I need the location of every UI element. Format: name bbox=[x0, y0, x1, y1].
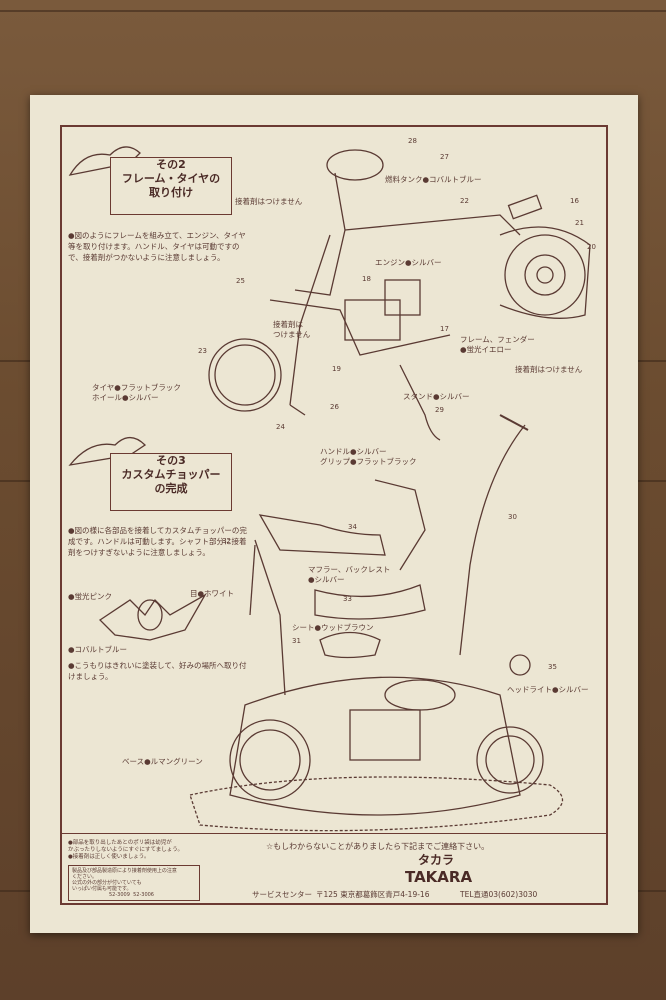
chopper-tank bbox=[384, 679, 456, 711]
part-number: 20 bbox=[587, 243, 596, 251]
chopper-rear-wheel bbox=[229, 719, 311, 801]
brand-logo: TAKARA bbox=[405, 868, 473, 886]
phone: TEL直通03(602)3030 bbox=[460, 890, 538, 899]
chopper-engine bbox=[349, 709, 421, 761]
section2-number: その2 bbox=[156, 158, 186, 171]
section2-heading: その2 フレーム・タイヤの取り付け bbox=[110, 157, 232, 215]
label-no-glue-3: 接着剤はつけません bbox=[515, 365, 583, 374]
section3-number: その3 bbox=[156, 454, 186, 467]
label-frame-fender: フレーム、フェンダー●蛍光イエロー bbox=[460, 335, 535, 354]
headlight-drawing bbox=[509, 654, 531, 676]
part-number: 25 bbox=[236, 277, 245, 285]
safety-notes: ●部品を取り出したあとのポリ袋は幼児がかぶったりしないようにすぐにすてましょう。… bbox=[68, 840, 183, 860]
part-number: 24 bbox=[276, 423, 285, 431]
label-headlight: ヘッドライト●シルバー bbox=[507, 685, 589, 694]
info-box-text: 製品及び部品製造原により接着剤使用上の注意ください。公式の外の部分が付いていても… bbox=[72, 868, 177, 892]
part-number: 23 bbox=[198, 347, 207, 355]
label-no-glue-1: 接着剤はつけません bbox=[235, 197, 303, 206]
part-number: 34 bbox=[348, 523, 357, 531]
part-number: 35 bbox=[548, 663, 557, 671]
address: 〒125 東京都葛飾区青戸4-19-16 bbox=[316, 890, 430, 899]
section3-instructions: ●図の様に各部品を接着してカスタムチョッパーの完成です。ハンドルは可動します。シ… bbox=[68, 526, 247, 557]
muffler-drawing bbox=[314, 584, 426, 620]
fuel-tank-drawing bbox=[326, 149, 384, 181]
sheet-border bbox=[60, 125, 608, 905]
contact-note: ☆もしわからないことがありましたら下記までご連絡下さい。 bbox=[266, 842, 490, 851]
service-center: サービスセンター bbox=[252, 890, 312, 899]
label-bat-body: ●蛍光ピンク bbox=[68, 592, 113, 601]
seat-drawing bbox=[319, 631, 381, 659]
engine-drawing bbox=[344, 299, 401, 341]
footer-divider bbox=[62, 833, 606, 834]
label-engine: エンジン●シルバー bbox=[375, 258, 442, 267]
part-number: 29 bbox=[435, 406, 444, 414]
info-box: 製品及び部品製造原により接着剤使用上の注意ください。公式の外の部分が付いていても… bbox=[68, 865, 200, 901]
bat-note: ●こうもりはきれいに塗装して、好みの場所へ取り付けましょう。 bbox=[68, 661, 247, 681]
part-number: 27 bbox=[440, 153, 449, 161]
part-number: 28 bbox=[408, 137, 417, 145]
section3-heading: その3 カスタムチョッパーの完成 bbox=[110, 453, 232, 511]
part-number: 19 bbox=[332, 365, 341, 373]
label-handle-grip: ハンドル●シルバーグリップ●フラットブラック bbox=[320, 447, 417, 466]
label-muffler: マフラー、バックレスト●シルバー bbox=[308, 565, 391, 584]
label-bat-wing: ●コバルトブルー bbox=[68, 645, 128, 654]
part-number: 33 bbox=[343, 595, 352, 603]
assembly-illustrations bbox=[68, 146, 591, 832]
part-number: 16 bbox=[570, 197, 579, 205]
label-seat: シート●ウッドブラウン bbox=[292, 623, 374, 632]
bat-drawing bbox=[98, 593, 207, 641]
part-number: 31 bbox=[292, 637, 301, 645]
part-number: 32 bbox=[222, 537, 231, 545]
section3-title: カスタムチョッパーの完成 bbox=[121, 468, 221, 495]
front-wheel-drawing bbox=[208, 338, 282, 412]
part-number: 21 bbox=[575, 219, 584, 227]
base-drawing bbox=[189, 776, 564, 832]
section2-instructions: ●図のようにフレームを組み立て、エンジン、タイヤ等を取り付けます。ハンドル、タイ… bbox=[68, 231, 246, 262]
backrest-drawing bbox=[258, 514, 386, 556]
label-stand: スタンド●シルバー bbox=[403, 392, 470, 401]
part-number: 22 bbox=[460, 197, 469, 205]
label-fuel-tank: 燃料タンク●コバルトブルー bbox=[385, 175, 482, 184]
wood-seam bbox=[0, 10, 666, 12]
rear-wheel-drawing bbox=[504, 234, 586, 316]
part-number: 17 bbox=[440, 325, 449, 333]
part-number: 18 bbox=[362, 275, 371, 283]
label-base: ベース●ルマングリーン bbox=[122, 757, 203, 766]
instruction-sheet: その2 フレーム・タイヤの取り付け ●図のようにフレームを組み立て、エンジン、タ… bbox=[30, 95, 638, 933]
section2-title: フレーム・タイヤの取り付け bbox=[121, 172, 221, 199]
info-box-codes: 52-3009 52-3006 bbox=[109, 892, 154, 898]
label-no-glue-2: 接着剤はつけません bbox=[273, 320, 311, 339]
part-number: 26 bbox=[330, 403, 339, 411]
hand-pointer-icon bbox=[68, 146, 141, 176]
label-bat-eyes: 目●ホワイト bbox=[190, 589, 235, 598]
label-tire-wheel: タイヤ●フラットブラックホイール●シルバー bbox=[92, 383, 181, 402]
chopper-front-wheel bbox=[476, 726, 544, 794]
brand-kana: タカラ bbox=[418, 853, 455, 867]
hand-pointer-icon bbox=[68, 436, 147, 466]
part-number: 30 bbox=[508, 513, 517, 521]
